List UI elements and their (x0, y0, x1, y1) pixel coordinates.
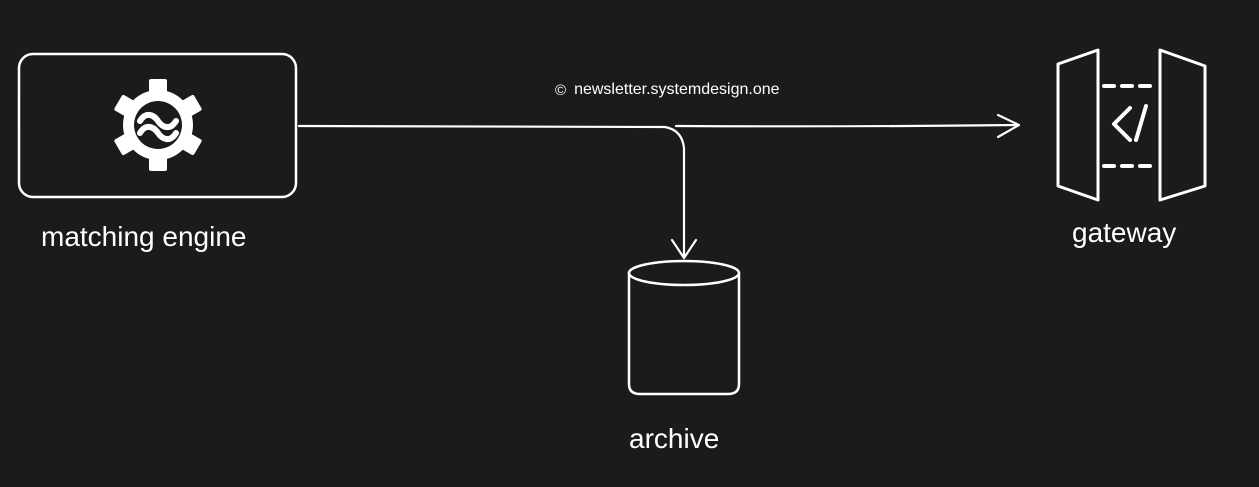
gateway-label: gateway (1072, 217, 1177, 248)
matching-engine-label: matching engine (41, 221, 247, 252)
archive-label: archive (629, 423, 720, 454)
gear-icon (114, 79, 202, 171)
copyright-icon: © (555, 81, 567, 99)
api-gateway-icon (1056, 48, 1207, 202)
matching-engine-node (17, 52, 298, 199)
watermark: © newsletter.systemdesign.one (555, 81, 780, 99)
matching-engine-box (17, 52, 298, 199)
watermark-text: newsletter.systemdesign.one (574, 81, 780, 98)
arrowhead-archive (670, 238, 698, 260)
connector-engine-gateway (297, 113, 1021, 260)
arrowhead-gateway (996, 113, 1021, 139)
database-cylinder-icon (627, 259, 741, 396)
